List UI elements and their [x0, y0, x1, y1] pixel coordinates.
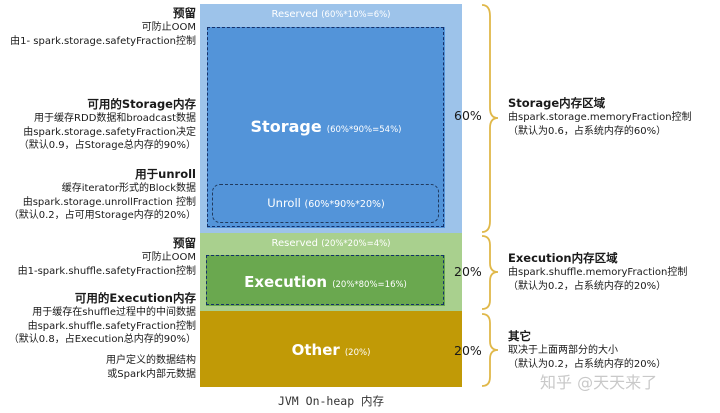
other-percentage: 20%: [454, 343, 482, 358]
reserved-mid-annotation-line: 由1-spark.shuffle.safetyFraction控制: [17, 265, 196, 277]
storage-block: [207, 27, 445, 228]
storage-label: Storage (60%*90%=54%): [207, 117, 445, 136]
storage-region-annotation: Storage内存区域 由spark.storage.memoryFractio…: [508, 96, 718, 138]
unroll-annotation-line: 由spark.storage.unrollFraction 控制: [22, 196, 196, 208]
unroll-annotation: 用于unroll 缓存iterator形式的Block数据 由spark.sto…: [0, 167, 196, 223]
storage-annotation: 可用的Storage内存 用于缓存RDD数据和broadcast数据 由spar…: [0, 97, 196, 153]
execution-region-line: （默认为0.2，占系统内存的20%）: [508, 280, 667, 292]
storage-annotation-title: 可用的Storage内存: [87, 97, 196, 111]
other-block: Other (20%): [200, 311, 462, 387]
unroll-name: Unroll: [267, 196, 301, 210]
execution-formula: (20%*80%=16%): [332, 280, 407, 290]
execution-label: Execution (20%*80%=16%): [206, 272, 445, 291]
storage-annotation-line: 用于缓存RDD数据和broadcast数据: [34, 113, 196, 124]
reserved-top-annotation-title: 预留: [173, 6, 196, 20]
reserved-top-annotation: 预留 可防止OOM 由1- spark.storage.safetyFracti…: [0, 6, 196, 48]
other-region-line: 取决于上面两部分的大小: [508, 345, 618, 356]
storage-region-line: （默认为0.6，占系统内存的60%）: [508, 125, 667, 137]
reserved-mid-annotation-line: 可防止OOM: [141, 252, 196, 263]
other-formula: (20%): [344, 348, 371, 358]
storage-percentage: 60%: [454, 108, 482, 123]
execution-annotation: 可用的Execution内存 用于缓存在shuffle过程中的中间数据 由spa…: [0, 291, 196, 347]
unroll-annotation-line: （默认0.2，占可用Storage内存的20%）: [8, 210, 196, 221]
unroll-annotation-line: 缓存iterator形式的Block数据: [61, 183, 196, 194]
reserved-top-annotation-line: 由1- spark.storage.safetyFraction控制: [10, 35, 196, 47]
execution-name: Execution: [244, 273, 328, 291]
unroll-annotation-title: 用于unroll: [135, 167, 196, 181]
execution-annotation-line: 用于缓存在shuffle过程中的中间数据: [32, 307, 196, 318]
reserved-mid-name: Reserved: [271, 238, 319, 249]
execution-brace: [481, 235, 499, 310]
unroll-formula: (60%*90%*20%): [304, 199, 385, 210]
execution-percentage: 20%: [454, 264, 482, 279]
reserved-mid-annotation: 预留 可防止OOM 由1-spark.shuffle.safetyFractio…: [0, 236, 196, 278]
storage-brace: [481, 4, 499, 233]
storage-region-line: 由spark.storage.memoryFraction控制: [508, 112, 692, 123]
reserved-top-formula: (60%*10%=6%): [321, 10, 391, 20]
reserved-mid-formula: (20%*20%=4%): [321, 239, 391, 249]
other-annotation: 用户定义的数据结构 或Spark内部元数据: [0, 354, 196, 381]
execution-annotation-line: 由spark.shuffle.safetyFraction控制: [27, 320, 196, 332]
execution-region-line: 由spark.shuffle.memoryFraction控制: [508, 267, 688, 278]
execution-block: [206, 255, 445, 306]
storage-annotation-line: 由spark.storage.safetyFraction决定: [23, 126, 196, 138]
other-brace: [481, 313, 499, 387]
reserved-mid-label: Reserved (20%*20%=4%): [200, 238, 462, 249]
other-annotation-line: 用户定义的数据结构: [106, 355, 196, 366]
other-name: Other: [291, 341, 340, 359]
reserved-top-name: Reserved: [271, 9, 319, 20]
execution-region-title: Execution内存区域: [508, 251, 618, 265]
other-region-line: （默认为0.2，占系统内存的20%）: [508, 358, 667, 370]
jvm-caption: JVM On-heap 内存: [277, 394, 385, 408]
unroll-label: Unroll (60%*90%*20%): [212, 196, 440, 210]
reserved-top-label: Reserved (60%*10%=6%): [200, 9, 462, 20]
other-region-annotation: 其它 取决于上面两部分的大小 （默认为0.2，占系统内存的20%）: [508, 329, 718, 371]
other-label: Other (20%): [200, 340, 462, 359]
other-annotation-line: 或Spark内部元数据: [107, 368, 196, 380]
execution-annotation-title: 可用的Execution内存: [74, 291, 196, 305]
watermark: 知乎 @天天来了: [540, 373, 658, 392]
reserved-mid-annotation-title: 预留: [173, 236, 196, 250]
storage-region-title: Storage内存区域: [508, 96, 606, 110]
execution-region-annotation: Execution内存区域 由spark.shuffle.memoryFract…: [508, 251, 718, 293]
storage-annotation-line: （默认0.9，占Storage总内存的90%）: [18, 140, 196, 151]
other-region-title: 其它: [508, 329, 531, 343]
storage-name: Storage: [250, 117, 322, 136]
reserved-top-annotation-line: 可防止OOM: [141, 22, 196, 33]
storage-formula: (60%*90%=54%): [326, 125, 402, 135]
execution-dashed-border: [206, 255, 444, 305]
unroll-box: [212, 184, 439, 223]
execution-annotation-line: （默认0.8，占Execution总内存的90%）: [8, 334, 196, 345]
storage-dashed-border: [207, 27, 444, 227]
